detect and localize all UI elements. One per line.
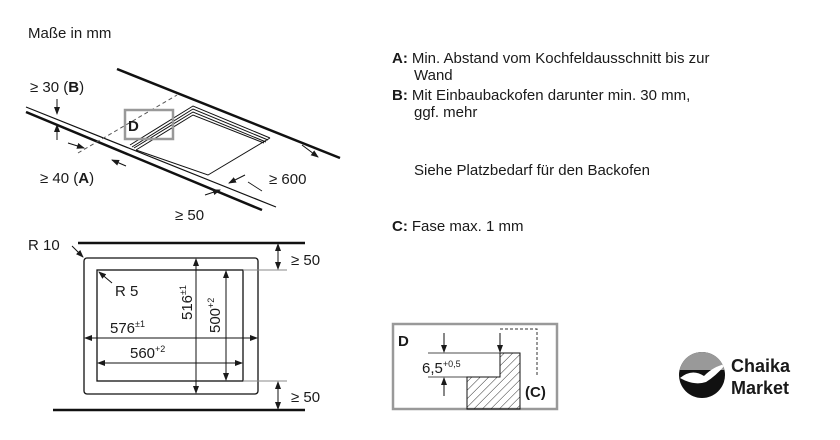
label-560: 560+2	[130, 344, 165, 362]
note-a-line2: Wand	[414, 67, 453, 84]
label-top-clearance: ≥ 50	[291, 252, 320, 269]
dim-arrow-a-1	[67, 142, 85, 149]
units-caption: Maße in mm	[28, 25, 111, 42]
dim-arrow-a-2	[111, 159, 127, 167]
detail-chamfer-label: (C)	[525, 384, 546, 401]
inner-cutout	[96, 269, 244, 382]
detail-d-label: D	[398, 333, 409, 350]
svg-text:Chaika: Chaika	[731, 356, 791, 376]
perspective-view: D ≥ 30 (B) ≥ 40 (A) ≥ 600 ≥ 50	[25, 67, 341, 224]
label-bottom-clearance: ≥ 50	[291, 389, 320, 406]
dim-arrow-600-2	[301, 144, 319, 158]
detail-d-marker: D	[128, 118, 139, 135]
label-r5: R 5	[115, 283, 138, 300]
notes: A:Min. Abstand vom Kochfeldausschnitt bi…	[392, 50, 709, 235]
note-b: B:Mit Einbaubackofen darunter min. 30 mm…	[392, 87, 690, 104]
detail-step-label: 6,5+0,5	[422, 359, 461, 377]
dim-arrow-50	[204, 189, 221, 196]
outer-cutout	[83, 257, 259, 395]
note-b-line2: ggf. mehr	[414, 104, 477, 121]
label-500: 500+2	[206, 298, 224, 333]
detail-d-marker-box	[123, 108, 175, 141]
detail-d: D 6,5+0,5 (C)	[391, 322, 559, 411]
chaika-market-logo: Chaika Market	[679, 352, 791, 398]
label-min-30-b: ≥ 30 (B)	[30, 79, 84, 96]
note-oven: Siehe Platzbedarf für den Backofen	[414, 162, 650, 179]
note-a: A:Min. Abstand vom Kochfeldausschnitt bi…	[392, 50, 709, 67]
label-min-600: ≥ 600	[269, 171, 306, 188]
label-576: 576±1	[110, 319, 145, 337]
svg-text:Market: Market	[731, 378, 789, 398]
worktop-edge-top	[25, 106, 277, 208]
label-min-40-a: ≥ 40 (A)	[40, 170, 94, 187]
label-min-50-front: ≥ 50	[175, 207, 204, 224]
dashed-line	[77, 94, 178, 154]
wall-line	[116, 67, 341, 160]
note-c: C:Fase max. 1 mm	[392, 218, 524, 235]
worktop-edge-front	[25, 110, 263, 212]
label-516: 516±1	[178, 285, 196, 320]
dim-arrow-600-1	[228, 174, 246, 184]
cutout-plan: ≥ 50 ≥ 50 R 10 R 5 576±1 560+2 516±1 500…	[28, 237, 320, 412]
label-r10: R 10	[28, 237, 60, 254]
seagull-icon	[680, 364, 725, 384]
